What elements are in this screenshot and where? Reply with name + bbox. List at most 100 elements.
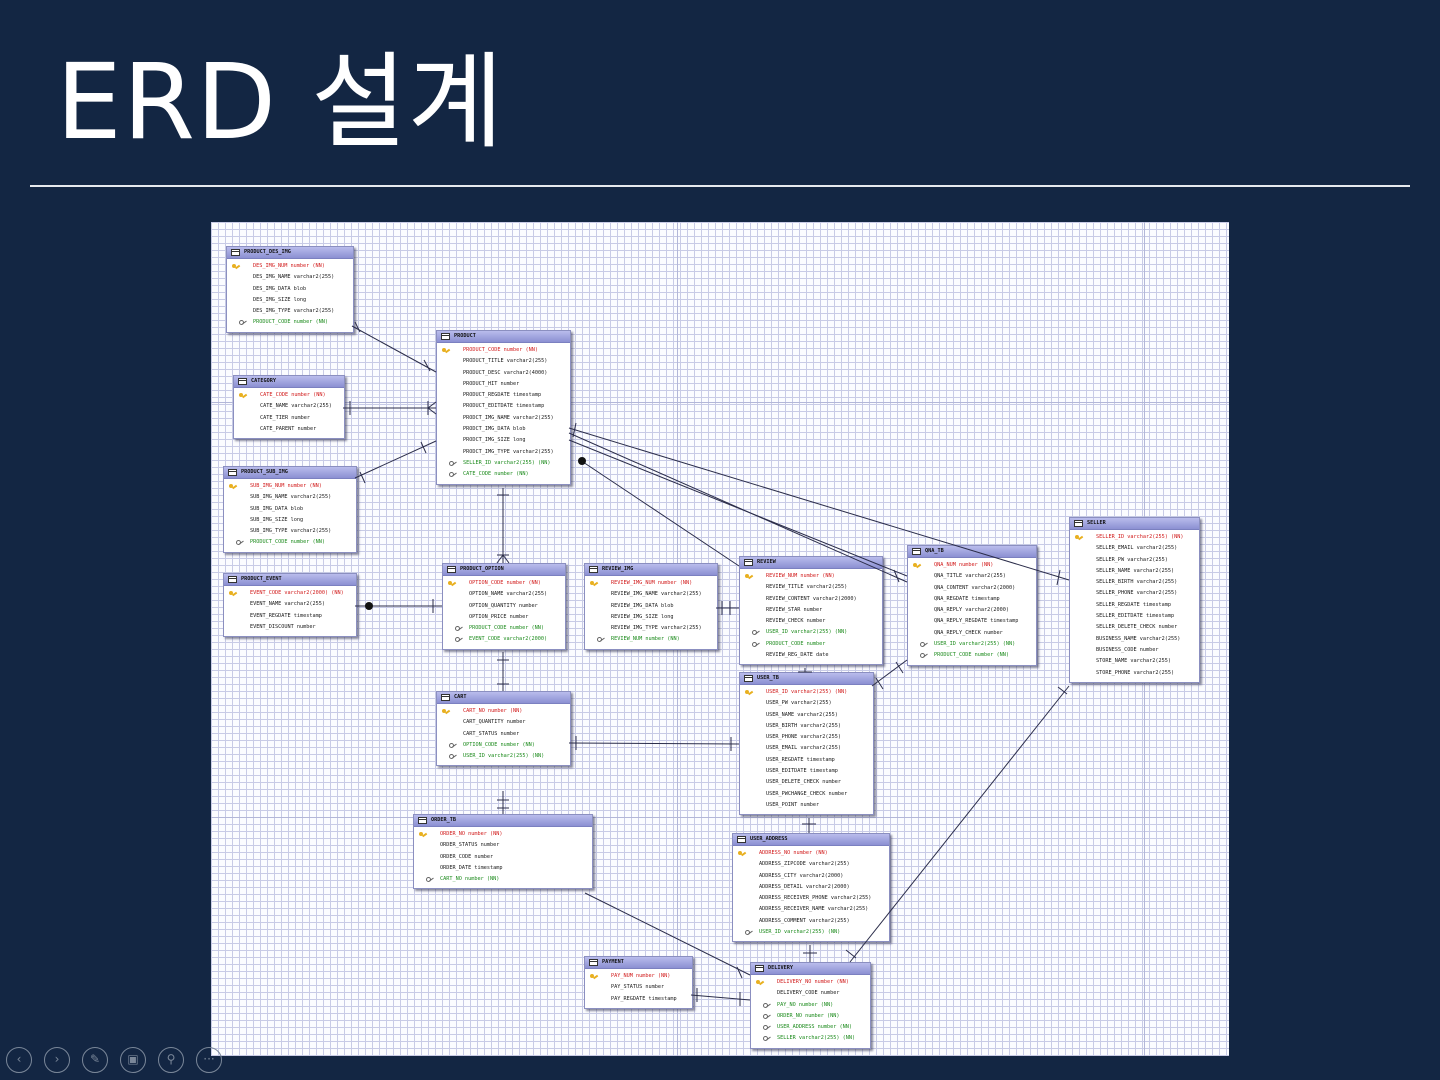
column-text: CATE_CODE number (NN): [463, 471, 529, 478]
foreign-key-column: CART_NO number (NN): [414, 874, 592, 885]
column-text: PAY_REGDATE timestamp: [611, 995, 677, 1002]
column: ADDRESS_ZIPCODE varchar2(255): [733, 859, 889, 870]
column-text: BUSINESS_CODE number: [1096, 646, 1159, 653]
zoom-button[interactable]: ⚲: [158, 1047, 184, 1073]
column: PRODCT_IMG_DATA blob: [437, 424, 570, 435]
primary-key-icon: [756, 980, 764, 985]
column: ADDRESS_CITY varchar2(2000): [733, 871, 889, 882]
entity-columns: REVIEW_IMG_NUM number (NN)REVIEW_IMG_NAM…: [585, 576, 717, 649]
column-text: PRODUCT_TITLE varchar2(255): [463, 358, 548, 365]
column-text: ADDRESS_COMMENT varchar2(255): [759, 917, 850, 924]
entity-user-tb[interactable]: USER_TB USER_ID varchar2(255) (NN) USER_PW…: [739, 672, 874, 816]
column: STORE_NAME varchar2(255): [1070, 656, 1199, 667]
primary-key-icon: [913, 563, 921, 568]
column: REVIEW_IMG_SIZE long: [585, 612, 717, 623]
pen-tool-button[interactable]: ✎: [82, 1047, 108, 1073]
foreign-key-column: USER_ID varchar2(255) (NN): [740, 627, 882, 638]
entity-header: QNA_TB: [908, 546, 1036, 558]
foreign-key-icon: [455, 637, 463, 643]
column-text: CATE_PARENT number: [260, 425, 317, 432]
previous-slide-button[interactable]: ‹: [6, 1047, 32, 1073]
column-text: DELIVERY_CODE number: [777, 990, 840, 997]
column: PRODUCT_HIT number: [437, 379, 570, 390]
column: ADDRESS_RECEIVER_PHONE varchar2(255): [733, 893, 889, 904]
column: PAY_STATUS number: [585, 982, 692, 993]
entity-header: PRODUCT_DES_IMG: [227, 247, 353, 259]
column-text: CART_NO number (NN): [463, 708, 523, 714]
column-text: EVENT_CODE varchar2(2000) (NN): [250, 590, 344, 596]
primary-key-icon: [419, 832, 427, 837]
column-text: BUSINESS_NAME varchar2(255): [1096, 635, 1181, 642]
primary-key-column: USER_ID varchar2(255) (NN): [740, 687, 873, 698]
primary-key-icon: [448, 581, 456, 586]
entity-columns: PRODUCT_CODE number (NN)PRODUCT_TITLE va…: [437, 343, 570, 484]
primary-key-column: SELLER_ID varchar2(255) (NN): [1070, 532, 1199, 543]
foreign-key-column: USER_ADDRESS number (NN): [751, 1022, 870, 1033]
entity-name: USER_ADDRESS: [750, 836, 788, 842]
column-text: ORDER_STATUS number: [440, 842, 500, 849]
slide-overview-button[interactable]: ▣: [120, 1047, 146, 1073]
column-text: QNA_REPLY_REGDATE timestamp: [934, 618, 1019, 625]
column-text: USER_NAME varchar2(255): [766, 711, 838, 718]
entity-columns: SUB_IMG_NUM number (NN)SUB_IMG_NAME varc…: [224, 479, 356, 552]
column: REVIEW_CHECK number: [740, 616, 882, 627]
column-text: PRODUCT_CODE number (NN): [253, 319, 328, 326]
primary-key-icon: [229, 591, 237, 596]
column-text: CART_QUANTITY number: [463, 719, 526, 726]
primary-key-icon: [745, 574, 753, 579]
foreign-key-column: USER_ID varchar2(255) (NN): [908, 639, 1036, 650]
column-text: REVIEW_IMG_NAME varchar2(255): [611, 591, 702, 598]
table-icon: [441, 694, 450, 701]
column: EVENT_DISCOUNT number: [224, 622, 356, 633]
column-text: QNA_REPLY_CHECK number: [934, 629, 1003, 636]
column-text: PRODUCT_CODE number (NN): [934, 652, 1009, 659]
column: REVIEW_IMG_DATA blob: [585, 601, 717, 612]
column-text: SELLER_ID varchar2(255) (NN): [1096, 534, 1184, 540]
column-text: OPTION_NAME varchar2(255): [469, 591, 548, 598]
column: PRODCT_IMG_TYPE varchar2(255): [437, 447, 570, 458]
primary-key-icon: [442, 709, 450, 714]
entity-header: PRODUCT: [437, 331, 570, 343]
foreign-key-icon: [763, 1013, 771, 1019]
next-slide-button[interactable]: ›: [44, 1047, 70, 1073]
grid-major-line: [211, 817, 1229, 818]
entity-product[interactable]: PRODUCT PRODUCT_CODE number (NN)PRODUCT_T…: [436, 330, 571, 485]
column: USER_POINT number: [740, 800, 873, 811]
table-icon: [744, 559, 753, 566]
entity-header: CATEGORY: [234, 376, 344, 388]
entity-review[interactable]: REVIEW REVIEW_NUM number (NN)REVIEW_TITLE…: [739, 556, 883, 666]
column-text: PRODUCT_CODE number: [766, 640, 826, 647]
foreign-key-icon: [449, 472, 457, 478]
more-options-button[interactable]: ···: [196, 1047, 222, 1073]
column-text: PRODCT_IMG_SIZE long: [463, 437, 526, 444]
column-text: CATE_CODE number (NN): [260, 392, 326, 398]
entity-name: PRODUCT: [454, 333, 476, 339]
foreign-key-icon: [752, 641, 760, 647]
foreign-key-column: PRODUCT_CODE number (NN): [224, 537, 356, 548]
column: QNA_REGDATE timestamp: [908, 594, 1036, 605]
column: SUB_IMG_NAME varchar2(255): [224, 492, 356, 503]
entity-columns: REVIEW_NUM number (NN)REVIEW_TITLE varch…: [740, 569, 882, 664]
column: USER_PWCHANGE_CHECK number: [740, 789, 873, 800]
column-text: USER_ID varchar2(255) (NN): [934, 641, 1016, 648]
column: STORE_PHONE varchar2(255): [1070, 668, 1199, 679]
foreign-key-column: SELLER varchar2(255) (NN): [751, 1033, 870, 1044]
entity-name: REVIEW: [757, 559, 776, 565]
entity-name: PRODUCT_DES_IMG: [244, 249, 291, 255]
column: PAY_REGDATE timestamp: [585, 994, 692, 1005]
entity-name: USER_TB: [757, 675, 779, 681]
